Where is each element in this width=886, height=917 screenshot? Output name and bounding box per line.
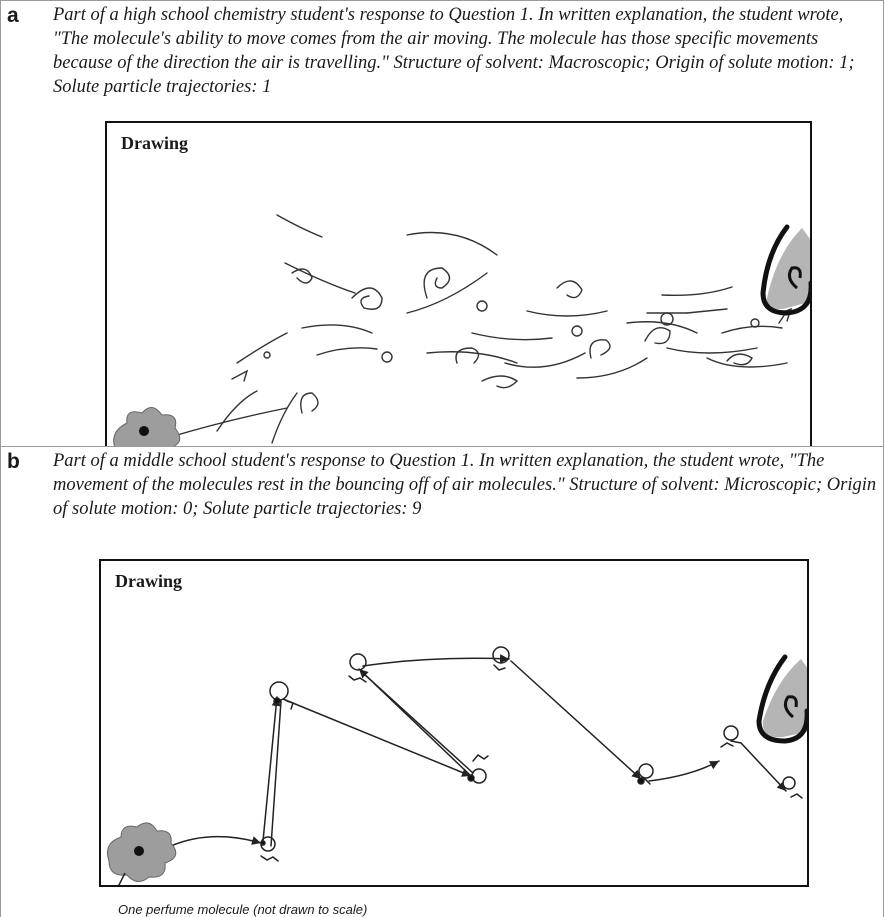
arrow-mark	[232, 371, 247, 381]
air-current-line	[662, 287, 732, 295]
air-current-line	[277, 215, 322, 237]
sketch-air-currents	[107, 123, 812, 455]
caption-b: Part of a middle school student's respon…	[53, 449, 881, 521]
molecule-circle	[639, 764, 653, 778]
trajectory-segment	[271, 701, 281, 846]
molecule-circle	[572, 326, 582, 336]
drawing-b: Drawing	[99, 559, 809, 887]
air-current-line	[167, 408, 287, 438]
swirl	[590, 340, 610, 358]
air-current-line	[237, 333, 287, 363]
caption-a: Part of a high school chemistry student'…	[53, 3, 881, 99]
trajectory-segment	[171, 837, 261, 846]
swirl	[557, 281, 582, 298]
air-current-line	[317, 348, 377, 355]
trajectory-segment	[731, 741, 786, 791]
air-current-line	[707, 358, 787, 367]
trajectory-segment	[363, 658, 509, 666]
air-current-line	[687, 309, 727, 313]
air-current-line	[217, 391, 257, 431]
molecule-circle	[493, 647, 509, 663]
air-current-line	[285, 263, 355, 293]
panel-letter-a: a	[7, 5, 19, 27]
air-current-line	[577, 358, 647, 378]
trajectory-segment	[283, 699, 471, 776]
swirl	[456, 348, 479, 363]
molecule-circle	[751, 319, 759, 327]
trajectory-segment	[511, 661, 641, 779]
flower-shape	[108, 823, 176, 887]
molecule-circle	[264, 352, 270, 358]
footnote: One perfume molecule (not drawn to scale…	[118, 902, 367, 917]
molecule-circle	[783, 777, 795, 789]
trajectory-segment	[263, 697, 277, 841]
panel-a: a Part of a high school chemistry studen…	[0, 0, 884, 447]
molecule-circle	[724, 726, 738, 740]
swirl	[424, 268, 449, 298]
swirl	[301, 393, 318, 413]
air-current-line	[427, 352, 517, 363]
drawing-a: Drawing	[105, 121, 812, 455]
molecule-circle	[382, 352, 392, 362]
air-current-line	[505, 353, 585, 367]
air-current-line	[527, 311, 607, 316]
swirl	[645, 328, 670, 344]
swirl	[727, 354, 752, 365]
air-current-line	[722, 326, 782, 333]
swirl	[352, 288, 382, 309]
panel-letter-b: b	[7, 451, 20, 473]
swirl	[482, 376, 517, 388]
panel-b: b Part of a middle school student's resp…	[0, 446, 884, 917]
molecule-circle	[350, 654, 366, 670]
sketch-molecule-path	[101, 561, 809, 887]
molecule-circle	[477, 301, 487, 311]
air-current-line	[302, 325, 372, 333]
air-current-line	[272, 393, 297, 443]
nose-shape	[767, 228, 812, 309]
molecule-circle	[270, 682, 288, 700]
trajectory-segment	[363, 673, 473, 773]
air-current-line	[407, 233, 497, 256]
trajectory-segment	[649, 761, 719, 781]
air-current-line	[407, 273, 487, 313]
air-current-line	[667, 348, 757, 353]
air-current-line	[472, 333, 552, 340]
